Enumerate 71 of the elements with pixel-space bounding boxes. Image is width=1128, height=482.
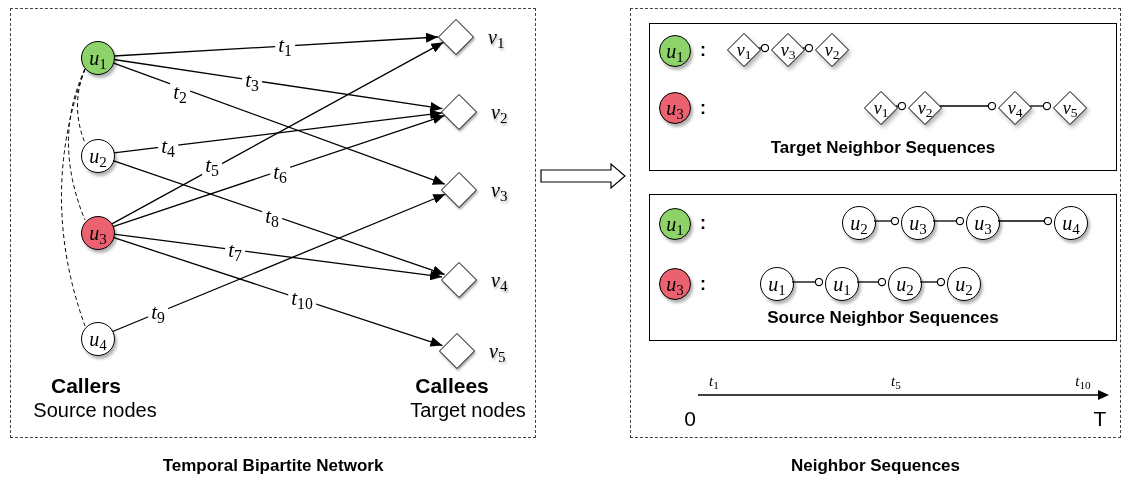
sequence-node: u$_{1}$ bbox=[760, 267, 794, 301]
sequence-node: u$_{2}$ bbox=[947, 267, 981, 301]
diamond-node: v$_{2}$ bbox=[908, 91, 942, 125]
colon: : bbox=[700, 99, 706, 117]
arrow bbox=[112, 193, 446, 333]
arrow bbox=[112, 236, 444, 347]
arrow bbox=[113, 32, 439, 57]
arrow bbox=[111, 41, 444, 225]
edge-label: t$_{2}$ bbox=[170, 81, 190, 103]
sequence-link bbox=[919, 277, 946, 287]
sequence-link bbox=[1029, 101, 1052, 111]
time-label: t$_{10}$ bbox=[1075, 373, 1091, 389]
colon: : bbox=[700, 41, 706, 59]
diamond-node: v$_{5}$ bbox=[1053, 91, 1087, 125]
panel-title: Target Neighbor Sequences bbox=[769, 136, 997, 159]
node-label: v$_{5}$ bbox=[489, 341, 506, 361]
node-label: v$_{3}$ bbox=[491, 180, 508, 200]
node-badge: u$_{1}$ bbox=[659, 35, 691, 67]
sequence-link bbox=[791, 277, 824, 287]
caller-node: u$_{2}$ bbox=[81, 139, 115, 173]
sequence-link bbox=[997, 216, 1053, 226]
column-subtitle: Source nodes bbox=[33, 400, 157, 420]
sequence-panel bbox=[649, 194, 1117, 341]
diamond-node: v$_{4}$ bbox=[998, 91, 1032, 125]
diamond-node: v$_{2}$ bbox=[815, 33, 849, 67]
sequence-node: u$_{4}$ bbox=[1054, 206, 1088, 240]
sequence-node: u$_{3}$ bbox=[901, 206, 935, 240]
sequence-node: u$_{3}$ bbox=[966, 206, 1000, 240]
arrow bbox=[112, 159, 446, 276]
sequence-link bbox=[856, 277, 887, 287]
sequence-panel bbox=[649, 23, 1117, 171]
diamond-node: v$_{1}$ bbox=[864, 91, 898, 125]
axis-end-label: T bbox=[1093, 407, 1107, 429]
panel-title: Neighbor Sequences bbox=[789, 455, 962, 477]
panel-title: Source Neighbor Sequences bbox=[766, 306, 1000, 329]
arrow bbox=[113, 233, 443, 281]
node-label: v$_{4}$ bbox=[491, 270, 508, 290]
node-badge: u$_{3}$ bbox=[659, 268, 691, 300]
sequence-node: u$_{1}$ bbox=[825, 267, 859, 301]
caller-node: u$_{1}$ bbox=[81, 41, 115, 75]
time-label: t$_{1}$ bbox=[709, 373, 719, 389]
block-arrow bbox=[540, 162, 626, 190]
column-heading: Callers bbox=[51, 374, 121, 396]
axis-start-label: 0 bbox=[684, 407, 696, 429]
sequence-node: u$_{2}$ bbox=[888, 267, 922, 301]
diamond-node: v$_{3}$ bbox=[771, 33, 805, 67]
arrow bbox=[112, 62, 446, 185]
diamond-node: v$_{1}$ bbox=[727, 33, 761, 67]
caller-node: u$_{3}$ bbox=[81, 216, 115, 250]
sequence-link bbox=[932, 216, 965, 226]
arrow bbox=[112, 114, 446, 228]
node-badge: u$_{1}$ bbox=[659, 208, 691, 240]
sequence-link bbox=[802, 43, 814, 53]
sequence-node: u$_{2}$ bbox=[842, 206, 876, 240]
caller-node: u$_{4}$ bbox=[81, 322, 115, 356]
sequence-link bbox=[895, 101, 907, 111]
time-label: t$_{5}$ bbox=[891, 373, 901, 389]
arrow bbox=[113, 58, 443, 112]
panel-title: Temporal Bipartite Network bbox=[161, 455, 385, 477]
node-badge: u$_{3}$ bbox=[659, 92, 691, 124]
column-subtitle: Target nodes bbox=[410, 400, 526, 420]
column-heading: Callees bbox=[415, 374, 489, 396]
sequence-link bbox=[758, 43, 770, 53]
sequence-link bbox=[873, 216, 900, 226]
node-label: v$_{2}$ bbox=[491, 102, 508, 122]
node-label: v$_{1}$ bbox=[488, 27, 505, 47]
colon: : bbox=[700, 214, 706, 232]
sequence-link bbox=[939, 101, 997, 111]
arrow bbox=[113, 109, 443, 154]
dashed-link bbox=[61, 68, 86, 327]
colon: : bbox=[700, 275, 706, 293]
